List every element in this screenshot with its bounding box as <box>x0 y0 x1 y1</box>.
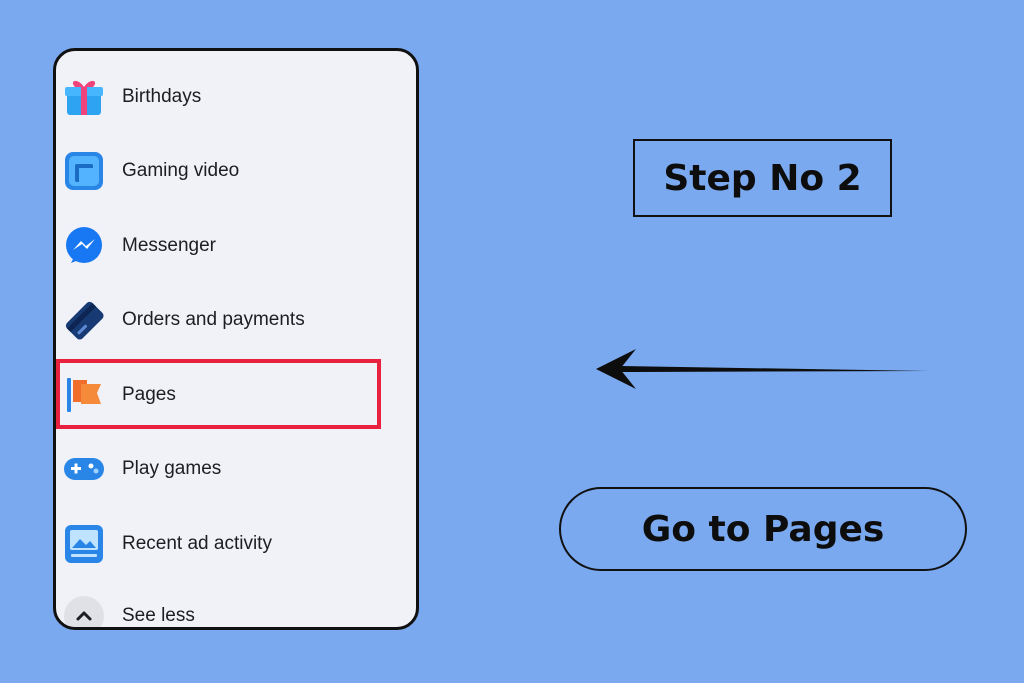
menu-item-label: Birthdays <box>122 86 202 107</box>
gamepad-icon <box>64 449 104 489</box>
menu-item-play-games[interactable]: Play games <box>56 439 416 499</box>
menu-item-pages[interactable]: Pages <box>56 365 416 425</box>
menu-item-label: Play games <box>122 458 222 479</box>
flag-icon <box>64 375 104 415</box>
menu-item-label: Messenger <box>122 235 216 256</box>
menu-item-label: Recent ad activity <box>122 533 272 554</box>
menu-item-recent-ad-activity[interactable]: Recent ad activity <box>56 514 416 574</box>
step-label: Step No 2 <box>633 139 892 217</box>
menu-item-label: Orders and payments <box>122 309 305 330</box>
menu-item-label: See less <box>122 605 195 626</box>
messenger-icon <box>64 226 104 266</box>
instruction-pill: Go to Pages <box>559 487 967 571</box>
menu-panel: Birthdays Gaming video Messenger <box>53 48 419 630</box>
menu-item-label: Pages <box>122 384 176 405</box>
payment-card-icon <box>64 300 104 340</box>
menu-item-gaming-video[interactable]: Gaming video <box>56 141 416 201</box>
left-arrow-icon <box>596 349 928 389</box>
menu-item-see-less[interactable]: See less <box>56 586 416 627</box>
chevron-up-icon <box>64 596 104 627</box>
menu-item-orders-payments[interactable]: Orders and payments <box>56 290 416 350</box>
gift-icon <box>64 77 104 117</box>
menu-item-label: Gaming video <box>122 160 240 181</box>
menu-item-messenger[interactable]: Messenger <box>56 216 416 276</box>
gaming-video-icon <box>64 151 104 191</box>
ad-activity-icon <box>64 524 104 564</box>
menu-item-birthdays[interactable]: Birthdays <box>56 67 416 127</box>
